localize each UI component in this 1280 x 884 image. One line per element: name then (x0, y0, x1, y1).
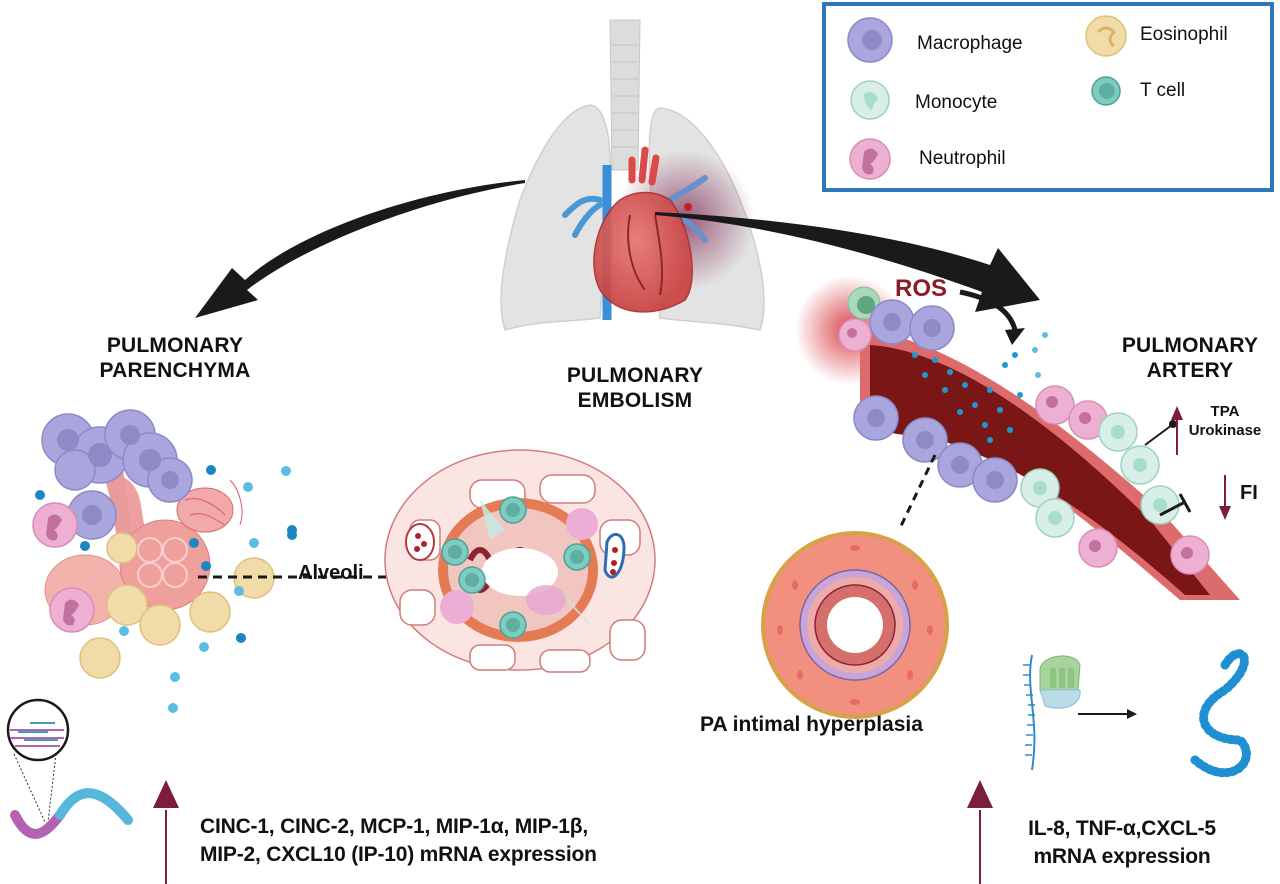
ros-label: ROS (895, 275, 948, 302)
translation-icon (1023, 649, 1251, 778)
embolism-title: PULMONARY EMBOLISM (535, 363, 735, 413)
alveoli-label: Alveoli (298, 562, 364, 584)
upregulation-arrow-right (967, 780, 993, 884)
t-cell-icon (1091, 76, 1121, 106)
tpa-up-arrow (1171, 406, 1183, 455)
parenchyma-title-line-2: PARENCHYMA (99, 359, 251, 382)
fi-label: FI (1240, 482, 1258, 504)
parenchyma-title: PULMONARY PARENCHYMA (60, 333, 290, 383)
monocyte-icon (850, 80, 890, 120)
legend-label-macrophage: Macrophage (917, 33, 1023, 54)
artery-title: PULMONARY ARTERY (1100, 333, 1280, 383)
embolism-title-line-2: EMBOLISM (577, 389, 693, 412)
macrophage-icon (847, 17, 893, 63)
legend-label-monocyte: Monocyte (915, 92, 998, 113)
legend-label-t-cell: T cell (1140, 80, 1186, 101)
artery-illustration (795, 275, 1240, 600)
upregulation-arrow-left (153, 780, 179, 884)
neutrophil-icon (849, 138, 891, 180)
tpa-label: TPA Urokinase (1185, 402, 1265, 440)
right-gene-expression-line-2: mRNA expression (1033, 845, 1211, 868)
left-gene-expression: CINC-1, CINC-2, MCP-1, MIP-1α, MIP-1β, M… (200, 813, 597, 869)
left-gene-expression-line-1: CINC-1, CINC-2, MCP-1, MIP-1α, MIP-1β, (200, 815, 588, 838)
left-lung (500, 104, 612, 331)
legend-icons (847, 15, 1127, 180)
alveoli-cross-section (384, 449, 656, 673)
ros-arrow (959, 289, 1018, 331)
pa-cross-section (761, 531, 949, 719)
tpa-label-line-2: Urokinase (1188, 422, 1262, 439)
heart-illustration (562, 146, 708, 320)
legend-label-neutrophil: Neutrophil (919, 148, 1006, 169)
mrna-magnifier-icon (6, 698, 133, 839)
arrow-to-parenchyma (195, 180, 525, 318)
left-gene-expression-line-2: MIP-2, CXCL10 (IP-10) mRNA expression (200, 843, 597, 866)
legend-label-eosinophil: Eosinophil (1140, 24, 1228, 45)
parenchyma-illustration (32, 409, 275, 679)
hyperplasia-label: PA intimal hyperplasia (700, 713, 923, 736)
artery-title-line-2: ARTERY (1146, 359, 1234, 382)
artery-title-line-1: PULMONARY (1121, 334, 1259, 357)
parenchyma-title-line-1: PULMONARY (106, 334, 244, 357)
embolism-title-line-1: PULMONARY (566, 364, 704, 387)
fi-down-arrow (1219, 475, 1231, 520)
particles-left (35, 465, 297, 713)
arrow-to-artery (655, 212, 1040, 312)
right-gene-expression-line-1: IL-8, TNF-α,CXCL-5 (1028, 817, 1216, 840)
eosinophil-icon (1085, 15, 1127, 57)
hyperplasia-connector (898, 454, 937, 529)
right-gene-expression: IL-8, TNF-α,CXCL-5 mRNA expression (1002, 815, 1242, 871)
cell-type-legend: Macrophage Eosinophil Monocyte T cell Ne… (822, 2, 1274, 192)
tpa-label-line-1: TPA (1210, 403, 1240, 420)
